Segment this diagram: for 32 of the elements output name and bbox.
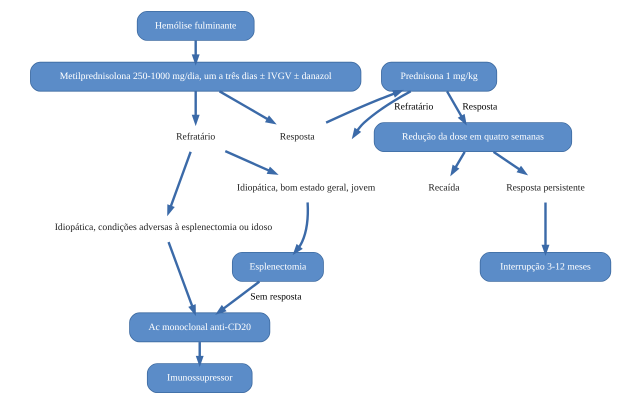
node-box: Ac monoclonal anti-CD20 [129, 312, 270, 342]
node-box: Imunossupressor [146, 363, 253, 394]
node-text: Recaída [428, 182, 460, 194]
node-box: Redução da dose em quatro semanas [374, 122, 572, 152]
node-box: Hemólise fulminante [136, 10, 255, 41]
arrow [215, 280, 260, 315]
arrow [192, 40, 200, 66]
arrow [542, 202, 550, 256]
arrow [326, 90, 404, 124]
edge-label: Resposta [462, 101, 498, 112]
arrow [224, 150, 279, 175]
node-text: Resposta persistente [506, 182, 585, 194]
node-box: Metilprednisolona 250-1000 mg/dia, um a três dias ± IVGV ± danazol [30, 62, 362, 92]
node-box: Interrupção 3-12 meses [480, 252, 612, 282]
edge-label: Sem resposta [250, 292, 302, 303]
edge-label: Refratário [394, 101, 434, 112]
node-text: Idiopática, bom estado geral, jovem [236, 182, 376, 194]
arrow [167, 242, 196, 316]
node-text: Resposta [280, 132, 315, 143]
arrow [492, 150, 528, 176]
node-text: Idiopática, condições adversas à esplenectomia ou idoso [54, 222, 272, 233]
arrow [218, 90, 277, 124]
node-box: Prednisona 1 mg/kg [381, 62, 498, 92]
node-box: Esplenectomia [232, 252, 324, 282]
arrow [292, 202, 310, 256]
arrow [196, 342, 204, 368]
arrow [450, 151, 466, 176]
arrow [192, 91, 200, 126]
node-text: Refratário [176, 132, 216, 143]
arrow [352, 90, 412, 140]
arrow [446, 90, 467, 126]
arrow [167, 151, 192, 216]
